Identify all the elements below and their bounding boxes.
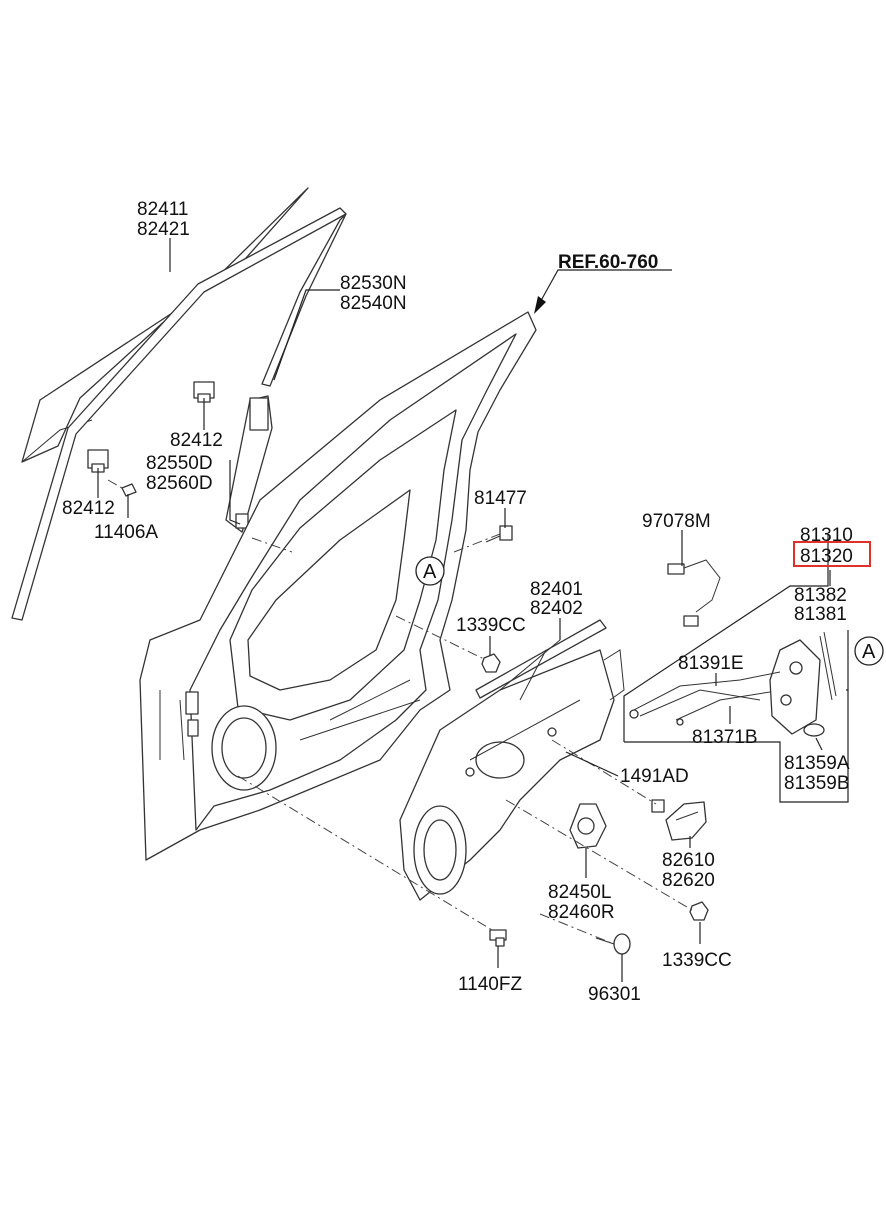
label-81359a: 81359A [784,753,850,774]
label-81320: 81320 [800,546,853,567]
assembly-lines [107,479,693,945]
label-82460r: 82460R [548,902,615,923]
label-82412-upper: 82412 [170,430,223,451]
label-1491ad: 1491AD [620,766,689,787]
label-97078m: 97078M [642,511,711,532]
label-82411: 82411 [137,199,188,220]
inside-handle [665,801,707,841]
label-1140fz: 1140FZ [458,974,522,995]
bolt-top [485,525,513,543]
rear-sash-channel [225,395,273,533]
label-81391e: 81391E [678,653,744,674]
leader-lines [97,238,831,982]
label-82550d: 82550D [146,453,213,474]
label-81477: 81477 [474,488,527,509]
door-sensor [667,559,721,627]
label-1339cc-right: 1339CC [662,950,732,971]
label-82540n: 82540N [340,293,407,314]
label-82530n: 82530N [340,273,407,294]
bolt-bottom [489,929,507,947]
callout-a-door: A [415,556,445,586]
regulator-motor [569,803,607,849]
label-1339cc-left: 1339CC [456,615,526,636]
window-regulator [399,619,625,901]
label-82610: 82610 [662,850,715,871]
highlight-box [793,541,871,567]
label-82450l: 82450L [548,882,611,903]
grommet [595,933,631,955]
label-81359b: 81359B [784,773,850,794]
nut-right [689,901,709,921]
callout-letter: A [862,641,876,663]
latch-cap [803,723,825,737]
label-82620: 82620 [662,870,715,891]
label-11406a: 11406A [94,522,158,543]
label-81381: 81381 [794,604,847,625]
callout-a-latch: A [854,636,884,666]
label-81371b: 81371B [692,727,758,748]
nut-left [481,653,501,673]
label-81382: 81382 [794,585,847,606]
label-82401: 82401 [530,579,583,600]
callout-letter: A [423,561,437,583]
lock-cables [629,671,781,726]
label-81310: 81310 [800,525,853,546]
label-82402: 82402 [530,598,583,619]
clip-1491ad [651,799,665,813]
glass-screw [121,483,137,497]
label-96301: 96301 [588,984,641,1005]
ref-label: REF.60-760 [558,252,658,273]
door-frame [139,311,537,861]
part-labels: 82411 82421 82530N 82540N REF.60-760 824… [62,199,871,1005]
label-82412-lower: 82412 [62,498,115,519]
glass-run-channel [11,207,347,621]
latch-box [623,534,849,803]
label-82560d: 82560D [146,473,213,494]
label-82421: 82421 [137,219,190,240]
door-latch [769,631,837,735]
